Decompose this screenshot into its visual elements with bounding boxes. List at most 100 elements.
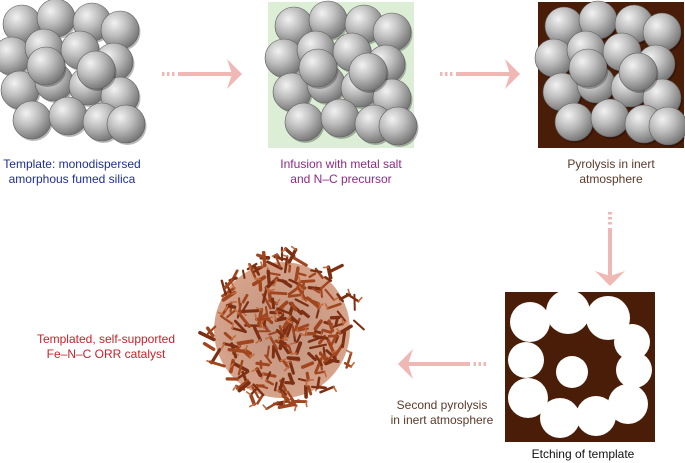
catalyst-strut	[353, 319, 365, 331]
arrow-template-to-infusion	[162, 59, 242, 89]
catalyst-strut	[237, 381, 251, 393]
catalyst-strut	[246, 385, 253, 389]
catalyst-strut	[295, 332, 302, 343]
catalyst-strut	[260, 320, 263, 327]
etching-caption: Etching of template	[518, 447, 648, 462]
catalyst-strut	[261, 288, 268, 304]
catalyst-strut	[256, 307, 264, 327]
catalyst-strut	[286, 356, 300, 361]
catalyst-strut	[280, 248, 287, 253]
catalyst-strut	[265, 401, 280, 411]
catalyst-strut	[265, 379, 274, 386]
catalyst-strut	[324, 359, 333, 366]
catalyst-strut	[345, 349, 353, 354]
catalyst-strut	[319, 385, 335, 394]
catalyst-strut	[261, 250, 267, 268]
catalyst-strut	[249, 403, 255, 408]
catalyst-strut	[300, 361, 315, 369]
catalyst-strut	[284, 381, 295, 385]
catalyst-strut	[282, 318, 290, 330]
catalyst-strut	[226, 309, 237, 319]
template-void	[608, 384, 648, 424]
catalyst-strut	[271, 297, 276, 310]
etched-template-panel	[505, 290, 655, 442]
catalyst-strut	[231, 322, 234, 330]
catalyst-strut	[275, 310, 280, 317]
catalyst-strut	[294, 298, 309, 307]
infused-sphere	[298, 48, 338, 88]
silica-sphere	[76, 50, 116, 90]
catalyst-strut	[313, 319, 323, 331]
catalyst-strut	[288, 360, 295, 375]
arrow-pyrolysis-to-etching	[595, 212, 625, 286]
infusion-caption-line2: and N–C precursor	[290, 172, 392, 186]
catalyst-strut	[287, 247, 298, 264]
catalyst-strut	[310, 385, 327, 390]
pyrolysed-sphere	[648, 106, 685, 146]
arrow-etching-to-catalyst	[398, 349, 486, 379]
template-void	[540, 398, 580, 438]
catalyst-strut	[298, 279, 316, 284]
infused-sphere	[378, 106, 418, 146]
catalyst-strut	[264, 305, 269, 319]
catalyst-strut	[290, 245, 297, 251]
silica-sphere	[26, 46, 66, 86]
infused-sphere	[264, 38, 304, 78]
catalyst-strut	[262, 404, 268, 410]
catalyst-strut	[260, 373, 265, 380]
catalyst-strut	[289, 341, 297, 345]
catalyst-strut	[269, 335, 279, 350]
template-caption-line2: amorphous fumed silica	[8, 172, 136, 186]
catalyst-strut	[229, 362, 235, 369]
catalyst-strut	[288, 345, 293, 355]
catalyst-strut	[301, 280, 306, 295]
pyrolysed-sphere	[554, 102, 594, 142]
catalyst-strut	[210, 348, 222, 365]
catalyst-strut	[264, 336, 272, 340]
catalyst-strut	[332, 343, 344, 360]
catalyst-network-panel	[198, 245, 365, 412]
catalyst-strut	[312, 287, 321, 294]
second-pyrolysis-caption: Second pyrolysis in inert atmosphere	[382, 398, 502, 428]
silica-sphere	[100, 10, 140, 50]
catalyst-strut	[255, 367, 263, 378]
pyrolysed-sphere	[590, 98, 630, 138]
catalyst-strut	[326, 302, 342, 310]
catalyst-strut	[237, 359, 244, 376]
catalyst-strut	[315, 309, 320, 319]
infusion-panel	[264, 0, 419, 148]
template-void	[508, 342, 544, 378]
catalyst-strut	[334, 316, 339, 327]
template-void	[556, 356, 588, 388]
catalyst-strut	[275, 298, 281, 305]
pyrolysed-sphere	[534, 38, 574, 78]
silica-sphere	[106, 104, 146, 144]
catalyst-strut	[198, 330, 216, 342]
catalyst-strut	[292, 256, 308, 267]
template-void	[576, 396, 616, 436]
catalyst-strut	[249, 387, 258, 396]
catalyst-strut	[291, 325, 296, 337]
catalyst-strut	[231, 282, 235, 290]
catalyst-caption: Templated, self-supported Fe–N–C ORR cat…	[26, 332, 186, 362]
silica-sphere	[12, 100, 52, 140]
template-void	[510, 302, 550, 342]
catalyst-strut	[325, 349, 337, 360]
catalyst-strut	[289, 301, 298, 312]
catalyst-strut	[294, 317, 301, 331]
catalyst-strut	[281, 254, 289, 258]
catalyst-caption-line2: Fe–N–C ORR catalyst	[46, 347, 166, 361]
catalyst-strut	[287, 285, 301, 296]
catalyst-strut	[347, 288, 351, 296]
catalyst-strut	[300, 309, 310, 319]
catalyst-strut	[221, 342, 225, 349]
catalyst-strut	[277, 399, 289, 405]
catalyst-strut	[254, 277, 261, 281]
catalyst-strut	[327, 263, 344, 274]
catalyst-strut	[324, 288, 336, 302]
infusion-caption: Infusion with metal salt and N–C precurs…	[266, 157, 416, 187]
catalyst-strut	[217, 311, 224, 316]
catalyst-strut	[319, 286, 324, 298]
catalyst-strut	[282, 359, 290, 369]
catalyst-strut	[244, 344, 248, 352]
